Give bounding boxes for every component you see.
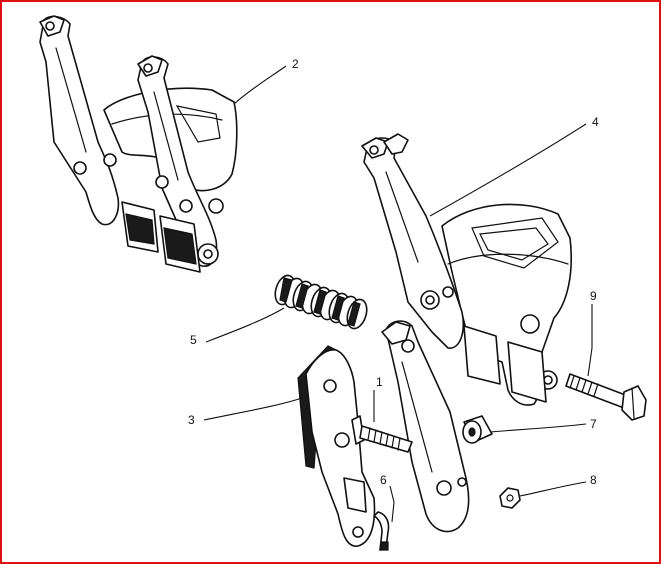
return-lever: [381, 320, 470, 533]
part-9-long-bolt: [565, 373, 647, 421]
leader-6: [389, 485, 395, 523]
part-3-pedal-plate: [297, 345, 376, 547]
callout-6: 6: [380, 473, 387, 487]
leader-7: [489, 423, 587, 433]
callout-2: 2: [292, 57, 299, 71]
part-4-pedal-bracket: [361, 133, 573, 406]
leader-8: [519, 481, 587, 497]
leader-4: [429, 123, 587, 217]
part-1-bolt: [351, 415, 413, 453]
callout-9: 9: [590, 289, 597, 303]
part-7-bush: [462, 415, 493, 444]
part-2-pedal-bracket-assembly: [39, 15, 238, 273]
part-8-nut: [499, 487, 521, 509]
part-5-coil-spring: [274, 274, 368, 330]
callout-1: 1: [376, 375, 383, 389]
leader-3: [203, 397, 303, 421]
leader-2: [233, 65, 287, 105]
callout-labels: 2 4 5 3 1 6 7 8 9: [188, 57, 599, 487]
part-6-spring-clip: [373, 511, 390, 551]
leader-lines: [203, 65, 593, 523]
leader-5: [205, 307, 285, 343]
leader-9: [587, 304, 593, 377]
callout-7: 7: [590, 417, 597, 431]
callout-8: 8: [590, 473, 597, 487]
callout-3: 3: [188, 413, 195, 427]
callout-5: 5: [190, 333, 197, 347]
callout-4: 4: [592, 115, 599, 129]
